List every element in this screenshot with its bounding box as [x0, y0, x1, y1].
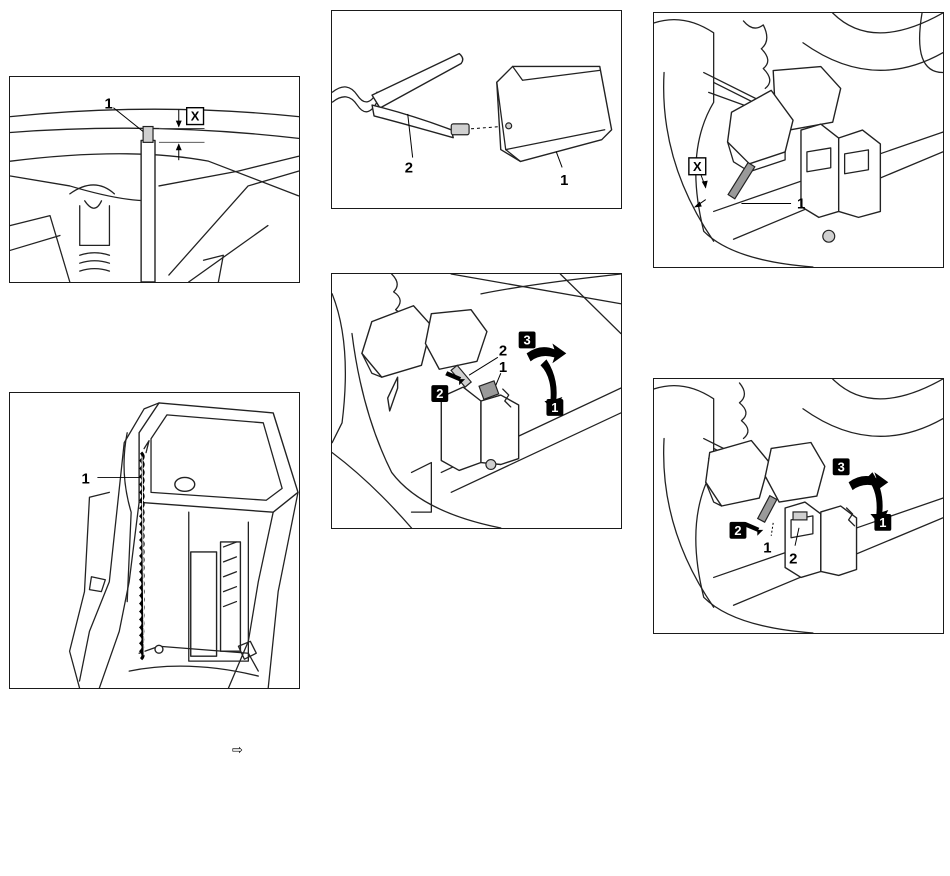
figure-plug-removal-drawing: 1 2 3 1 2: [654, 379, 943, 633]
callout-1: 1: [104, 97, 112, 113]
figure-cable-plug: 2 1: [331, 10, 622, 209]
dimension-x-marker: X: [187, 108, 204, 125]
step-3-badge: 3: [519, 332, 536, 349]
callout-1: 1: [499, 360, 507, 376]
svg-text:X: X: [693, 159, 702, 174]
svg-text:3: 3: [838, 459, 845, 474]
figure-cable-length-x: X 1: [9, 76, 300, 283]
figure-plug-removal: 1 2 3 1 2: [653, 378, 944, 634]
callout-1: 1: [763, 541, 771, 557]
callout-2: 2: [789, 552, 797, 568]
figure-plug-length-x: X 1: [653, 12, 944, 268]
figure-cable-length-x-drawing: X 1: [10, 77, 299, 282]
step-2-badge: 2: [431, 385, 448, 402]
svg-text:2: 2: [734, 523, 741, 538]
callout-2: 2: [405, 160, 413, 176]
svg-text:1: 1: [551, 400, 558, 415]
figure-cable-routing: 1: [9, 392, 300, 689]
figure-plug-length-x-drawing: X 1: [654, 13, 943, 267]
figure-plug-insertion-drawing: 1 2 3 2 1: [332, 274, 621, 528]
svg-text:X: X: [191, 109, 200, 124]
step-3-badge: 3: [833, 458, 850, 475]
callout-1: 1: [560, 173, 568, 189]
reference-arrow-icon: ⇨: [232, 744, 243, 758]
svg-text:3: 3: [524, 332, 531, 347]
svg-text:1: 1: [879, 515, 886, 530]
svg-text:2: 2: [436, 386, 443, 401]
figure-plug-insertion: 1 2 3 2 1: [331, 273, 622, 529]
dimension-x-marker: X: [689, 158, 706, 175]
callout-1: 1: [797, 196, 805, 212]
step-2-badge: 2: [730, 522, 747, 539]
step-1-badge: 1: [546, 399, 563, 416]
callout-2: 2: [499, 343, 507, 359]
figure-cable-routing-drawing: 1: [10, 393, 299, 688]
callout-1: 1: [82, 471, 90, 487]
step-1-badge: 1: [874, 514, 891, 531]
figure-cable-plug-drawing: 2 1: [332, 11, 621, 208]
